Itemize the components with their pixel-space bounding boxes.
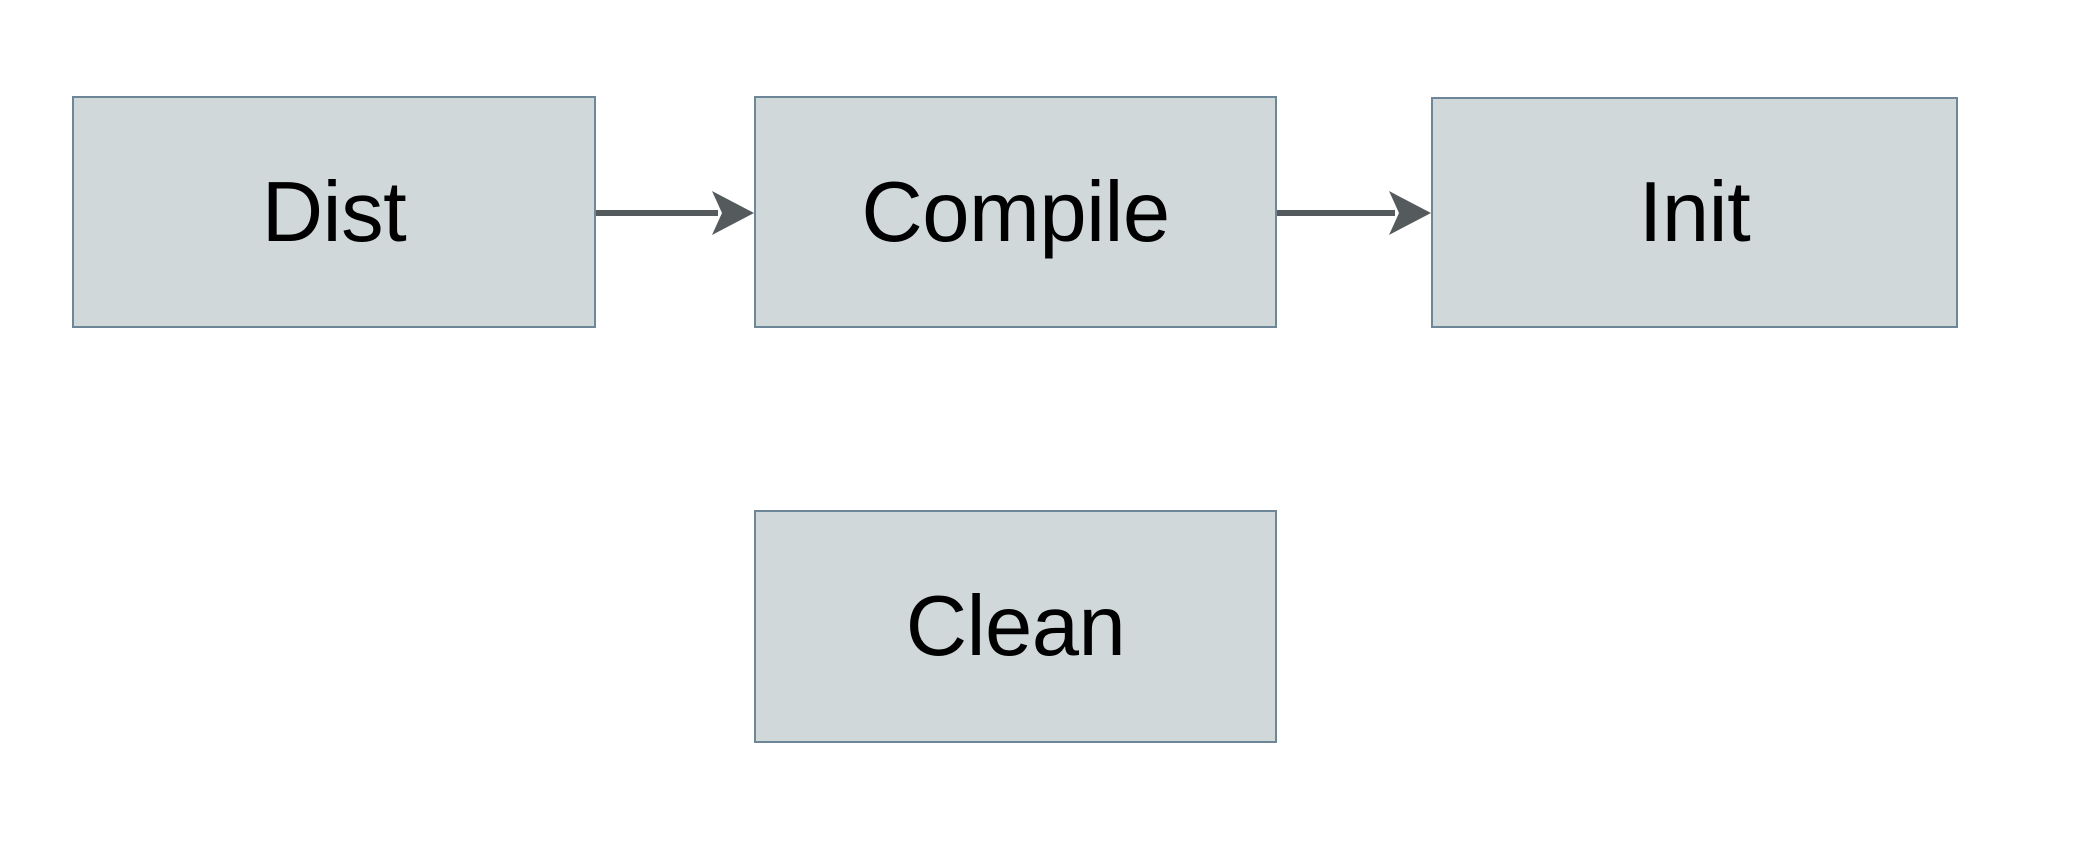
edge-arrowhead-compile-to-init <box>1389 191 1431 235</box>
edge-dist-to-compile[interactable] <box>596 191 754 235</box>
node-clean[interactable]: Clean <box>754 510 1277 743</box>
edge-arrowhead-dist-to-compile <box>712 191 754 235</box>
node-compile[interactable]: Compile <box>754 96 1277 328</box>
node-label-clean: Clean <box>905 579 1126 674</box>
node-label-dist: Dist <box>261 164 407 260</box>
node-init[interactable]: Init <box>1431 97 1958 328</box>
edge-compile-to-init[interactable] <box>1277 191 1431 235</box>
node-label-compile: Compile <box>861 164 1170 260</box>
node-label-init: Init <box>1638 165 1751 260</box>
node-dist[interactable]: Dist <box>72 96 596 328</box>
